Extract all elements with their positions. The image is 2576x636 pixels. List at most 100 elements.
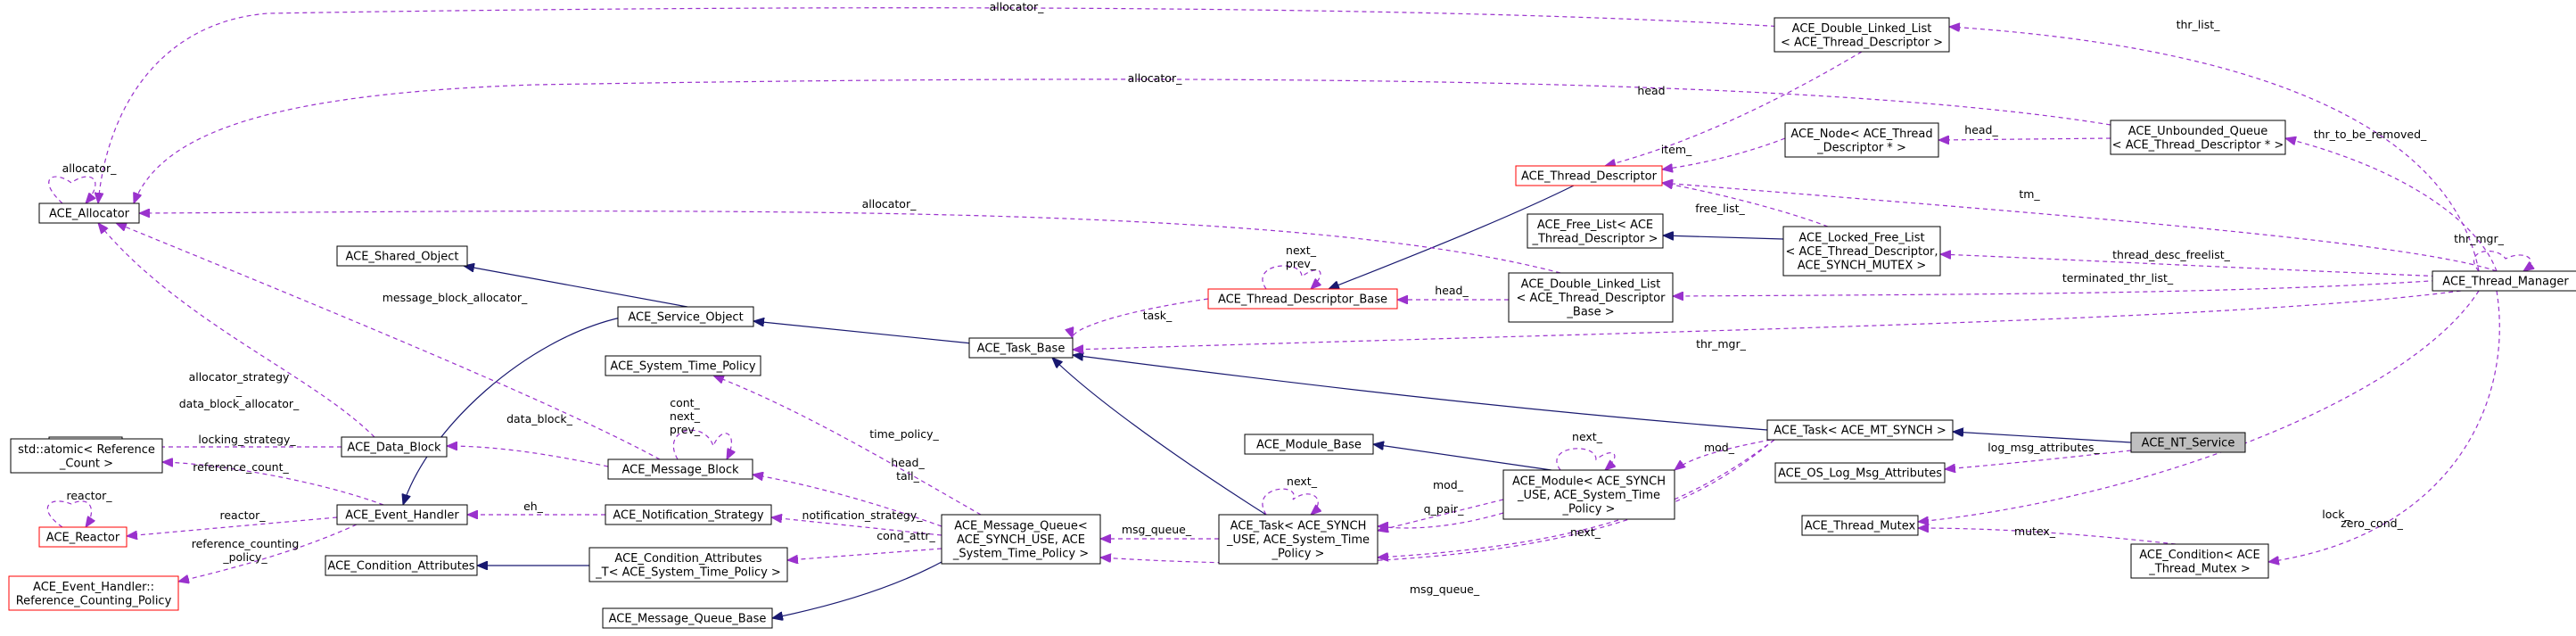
edge-use-message-queue-time-policy: [713, 376, 982, 516]
node-os-log-attrs[interactable]: ACE_OS_Log_Msg_Attributes: [1774, 462, 1946, 483]
node-td-base[interactable]: ACE_Thread_Descriptor_Base: [1207, 288, 1398, 310]
node-task-synch[interactable]: ACE_Task< ACE_SYNCH_USE, ACE_System_Time…: [1218, 514, 1379, 565]
node-box: [941, 514, 1101, 565]
node-atomic[interactable]: std::atomic< Reference_Count >: [10, 438, 163, 474]
edge-use-tdbase-self: [1262, 265, 1321, 289]
edge-use-allocator-self: [48, 176, 95, 203]
edge-use-module-self: [1556, 448, 1615, 470]
edge-label-head-dll: head_: [1435, 284, 1469, 297]
edge-label-allocator-top: allocator_: [990, 0, 1044, 13]
edge-label-ref-counting-policy: reference_counting: [192, 537, 300, 550]
node-label: ACE_Locked_Free_List: [1798, 232, 1924, 245]
node-event-handler[interactable]: ACE_Event_Handler: [336, 504, 468, 525]
node-message-block[interactable]: ACE_Message_Block: [607, 458, 753, 480]
edge-label-head-node: head_: [1964, 123, 1998, 136]
edge-label-locking-strategy: locking_strategy_: [198, 433, 296, 446]
node-nt-service[interactable]: ACE_NT_Service: [2130, 432, 2246, 453]
node-module-base[interactable]: ACE_Module_Base: [1244, 434, 1374, 455]
edge-label-mutex: mutex_: [2014, 524, 2056, 538]
edge-label-ref-counting-policy: _policy_: [222, 550, 267, 564]
node-box: [607, 458, 753, 480]
node-eh-rcp[interactable]: ACE_Event_Handler::Reference_Counting_Po…: [8, 575, 179, 611]
edge-label-task-next: next_: [1287, 475, 1318, 488]
node-data-block[interactable]: ACE_Data_Block: [341, 436, 448, 458]
edge-use-message-queue-cond-attrs-t: [787, 548, 942, 560]
node-free-list[interactable]: ACE_Free_List< ACE_Thread_Descriptor >: [1527, 213, 1664, 249]
edge-label-notification-strategy: notification_strategy_: [802, 508, 924, 522]
node-label: < ACE_Thread_Descriptor >: [1781, 36, 1943, 49]
edge-label-allocator-low: allocator_: [862, 197, 917, 211]
node-box: [8, 575, 179, 611]
node-box: [1766, 419, 1954, 441]
node-label: ACE_Double_Linked_List: [1521, 278, 1661, 292]
node-cond-attrs-t[interactable]: ACE_Condition_Attributes_T< ACE_System_T…: [588, 547, 788, 582]
node-box: [968, 337, 1074, 359]
edge-label-head-tail: head_: [891, 456, 925, 469]
node-box: [336, 504, 468, 525]
node-dll-tdb[interactable]: ACE_Double_Linked_List< ACE_Thread_Descr…: [1508, 272, 1674, 323]
node-label: ACE_Thread_Descriptor: [1521, 170, 1658, 184]
node-module[interactable]: ACE_Module< ACE_SYNCH_USE, ACE_System_Ti…: [1502, 469, 1675, 520]
edge-use-unbounded-queue-allocator: [134, 78, 2111, 203]
node-condition[interactable]: ACE_Condition< ACE_Thread_Mutex >: [2130, 543, 2269, 579]
edge-inherit-service-object-shared-object: [464, 266, 688, 308]
node-message-queue[interactable]: ACE_Message_Queue<ACE_SYNCH_USE, ACE_Sys…: [941, 514, 1101, 565]
edge-inherit-nt-service-task-mt: [1953, 432, 2132, 443]
node-box: [336, 245, 468, 267]
edge-use-nt-service-os-log-attrs: [1945, 450, 2132, 469]
edge-label-task: task_: [1143, 309, 1173, 322]
node-box: [1782, 226, 1941, 277]
edge-label-reactor: reactor_: [219, 508, 266, 522]
node-thread-descriptor[interactable]: ACE_Thread_Descriptor: [1515, 165, 1663, 186]
edge-use-message-queue-message-block: [753, 475, 942, 527]
edge-label-mb-self: cont_: [670, 396, 700, 409]
edge-label-msg-queue-task: msg_queue_: [1122, 523, 1192, 536]
node-sys-time-policy[interactable]: ACE_System_Time_Policy: [605, 355, 761, 376]
node-thread-mutex[interactable]: ACE_Thread_Mutex: [1801, 515, 1919, 536]
node-reactor[interactable]: ACE_Reactor: [38, 526, 128, 548]
edge-use-thread-manager-dll-tdb: [1673, 279, 2445, 296]
edge-inherit-locked-free-list-free-list: [1663, 235, 1784, 239]
edge-use-task-mt-message-queue: [1100, 439, 1775, 564]
node-label: _Thread_Descriptor >: [1531, 232, 1658, 245]
edge-use-task-synch-self: [1262, 488, 1318, 515]
edge-label-zero-cond: zero_cond_: [2341, 516, 2403, 530]
node-label: _Policy >: [1272, 548, 1325, 561]
node-thread-manager[interactable]: ACE_Thread_Manager: [2432, 270, 2576, 292]
node-cond-attrs[interactable]: ACE_Condition_Attributes: [325, 555, 478, 576]
node-label: ACE_Shared_Object: [345, 251, 458, 264]
edge-label-eh: eh_: [523, 500, 544, 513]
node-label: ACE_Reactor: [46, 532, 120, 545]
node-label: ACE_Thread_Descriptor_Base: [1218, 293, 1387, 307]
node-label: ACE_Allocator: [49, 208, 130, 221]
node-label: ACE_Double_Linked_List: [1792, 22, 1932, 36]
edge-label-mod: mod_: [1433, 478, 1464, 491]
edge-label-thr-mgr-self: thr_mgr_: [2454, 232, 2504, 245]
node-label: ACE_Condition_Attributes: [327, 560, 474, 574]
node-locked-free-list[interactable]: ACE_Locked_Free_List< ACE_Thread_Descrip…: [1782, 226, 1941, 277]
edge-label-alloc-strategy: _: [235, 384, 243, 397]
node-node-td[interactable]: ACE_Node< ACE_Thread_Descriptor * >: [1784, 122, 1939, 158]
node-box: [2130, 543, 2269, 579]
node-service-object[interactable]: ACE_Service_Object: [617, 306, 754, 327]
edge-label-thr-to-be-removed: thr_to_be_removed_: [2314, 128, 2427, 141]
edge-label-allocator-mid: allocator_: [1128, 71, 1182, 85]
node-shared-object[interactable]: ACE_Shared_Object: [336, 245, 468, 267]
node-label: < ACE_Thread_Descriptor,: [1785, 245, 1938, 259]
node-task-base[interactable]: ACE_Task_Base: [968, 337, 1074, 359]
node-mq-base[interactable]: ACE_Message_Queue_Base: [602, 607, 773, 629]
node-label: ACE_Event_Handler: [345, 509, 459, 523]
node-label: ACE_SYNCH_MUTEX >: [1798, 260, 1927, 273]
node-unbounded-queue[interactable]: ACE_Unbounded_Queue< ACE_Thread_Descript…: [2110, 120, 2286, 155]
node-allocator[interactable]: ACE_Allocator: [38, 202, 140, 224]
node-label: ACE_OS_Log_Msg_Attributes: [1778, 467, 1942, 481]
node-notif-strategy[interactable]: ACE_Notification_Strategy: [605, 504, 772, 525]
edge-inherit-module-module-base: [1373, 444, 1552, 471]
node-task-mt[interactable]: ACE_Task< ACE_MT_SYNCH >: [1766, 419, 1954, 441]
node-dll-td[interactable]: ACE_Double_Linked_List< ACE_Thread_Descr…: [1774, 17, 1950, 53]
node-label: ACE_Message_Queue<: [954, 520, 1088, 533]
edge-label-time-policy: time_policy_: [869, 427, 939, 441]
edge-use-locked-free-list-thread-descriptor: [1662, 183, 1829, 227]
node-label: _Policy >: [1562, 503, 1616, 516]
